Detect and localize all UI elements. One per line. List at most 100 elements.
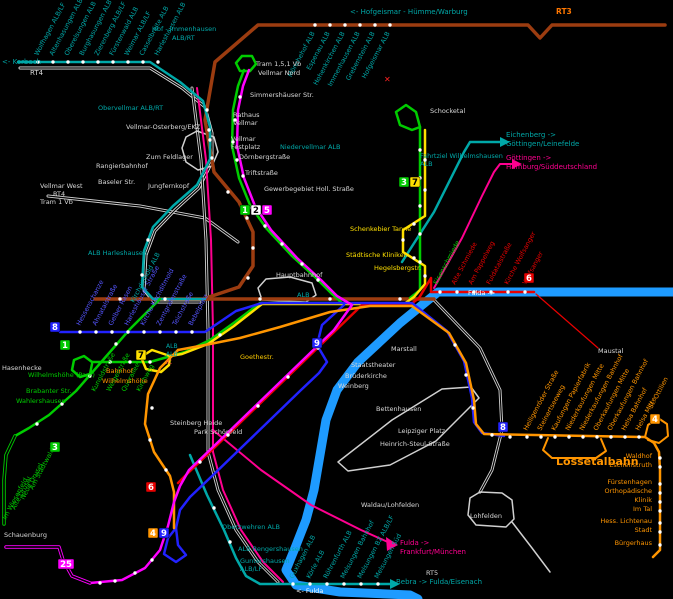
station-dot <box>539 435 543 439</box>
station-label: Am Stadtwald <box>28 447 56 491</box>
station-label: Rangierbahnhof <box>96 162 149 170</box>
station-label: <- Hofgeismar - Hümme/Warburg <box>350 8 468 16</box>
station-label: Maustal <box>598 347 624 355</box>
station-dot <box>208 138 212 142</box>
station-label: Vellmar <box>233 119 258 127</box>
station-label: ALB Rengershausen <box>238 545 303 553</box>
rt4-teal <box>16 60 212 301</box>
station-label: Vellmar <box>231 135 256 143</box>
station-dot <box>98 581 102 585</box>
station-dot <box>358 23 362 27</box>
station-dot <box>110 330 114 334</box>
station-label: Schenkebier Tanne <box>350 225 411 233</box>
station-label: Festplatz <box>231 143 261 151</box>
line-badge <box>261 204 273 216</box>
station-label: Frankfurt/München <box>400 548 466 556</box>
station-dot <box>398 297 402 301</box>
station-label: Bebra -> Fulda/Eisenach <box>396 578 482 586</box>
line-badge-number: 25 <box>60 560 72 570</box>
line-badge <box>49 321 61 333</box>
station-dot <box>51 60 55 64</box>
line-badge-number: 6 <box>148 483 154 493</box>
line4-orange-trunk <box>176 304 414 352</box>
station-dot <box>658 530 662 534</box>
station-dot <box>418 260 422 264</box>
rail-pink-southeast <box>212 429 391 544</box>
station-dot <box>472 290 476 294</box>
station-dot <box>388 23 392 27</box>
station-dot <box>506 290 510 294</box>
station-label: ALB <box>166 351 178 358</box>
line-badge <box>147 527 159 539</box>
station-dot <box>174 330 178 334</box>
line-badge-number: 4 <box>652 415 658 425</box>
station-dot <box>423 158 427 162</box>
station-dot <box>163 297 167 301</box>
line-badge-number: 6 <box>526 274 532 284</box>
station-label: RT3 <box>556 7 572 16</box>
line-badge <box>497 421 509 433</box>
line-badge <box>250 204 262 216</box>
station-label: Oberzwehren ALB <box>222 523 280 531</box>
station-label: Eschenstruth <box>609 461 652 469</box>
line-badge <box>523 272 535 284</box>
station-label: ALB Harleshausen <box>88 249 147 257</box>
station-dot <box>205 108 209 112</box>
station-dot <box>525 435 529 439</box>
station-dot <box>113 579 117 583</box>
station-dot <box>418 148 422 152</box>
station-dot <box>126 60 130 64</box>
station-dot <box>258 297 262 301</box>
station-label: Im Tal <box>633 505 652 513</box>
line7-yellow-loop <box>139 348 172 374</box>
rail-pink-goettingen <box>433 163 513 289</box>
station-label: Bahnhof <box>106 367 134 375</box>
station-dot <box>637 435 641 439</box>
station-label: Hasenhecke <box>2 364 42 372</box>
station-dot <box>94 330 98 334</box>
station-dot <box>198 460 202 464</box>
line-badge <box>398 176 410 188</box>
fulda-river <box>281 287 673 599</box>
station-dot <box>658 456 662 460</box>
station-dot <box>150 558 154 562</box>
line-badge-number: 1 <box>242 206 248 216</box>
station-label: ALB/RT <box>172 34 195 42</box>
line3-green-southwest <box>13 297 162 438</box>
rt3-brown-north <box>203 23 667 300</box>
station-dot <box>66 60 70 64</box>
line5-magenta-planned-schauenburg-inner <box>5 546 91 584</box>
station-dot <box>35 422 39 426</box>
station-label: Vellmar West <box>40 182 83 190</box>
station-dot <box>60 402 64 406</box>
line-badge <box>409 176 421 188</box>
station-label: Klinik <box>634 496 652 504</box>
line1-green-north <box>230 68 344 305</box>
station-dot <box>438 290 442 294</box>
station-dot <box>233 118 237 122</box>
station-dot <box>553 435 557 439</box>
line6-red-maustal <box>535 293 599 349</box>
station-label: Brabanter Str. <box>26 387 71 395</box>
station-dot <box>455 290 459 294</box>
station-dot <box>342 582 346 586</box>
station-label: Stadt <box>635 526 653 534</box>
station-dot <box>263 224 267 228</box>
station-label: ALB/LF <box>240 565 262 573</box>
station-dot <box>96 60 100 64</box>
station-dot <box>581 435 585 439</box>
station-dot <box>133 571 137 575</box>
line-badge-number: 7 <box>412 178 418 188</box>
station-dot <box>373 23 377 27</box>
station-label: Waldau/Lohfelden <box>361 501 419 509</box>
station-dot <box>238 95 242 99</box>
station-label: Leipziger Platz <box>398 427 446 435</box>
arrow-goettingen-arrow-icon <box>512 159 522 169</box>
station-label: <- Fulda <box>296 587 323 595</box>
station-dot <box>150 406 154 410</box>
station-label: Schauenburg <box>4 531 47 539</box>
station-label: Obervellmar ALB/RT <box>98 104 163 112</box>
station-dot <box>418 232 422 236</box>
station-label: Lossetalbahn <box>556 455 639 468</box>
